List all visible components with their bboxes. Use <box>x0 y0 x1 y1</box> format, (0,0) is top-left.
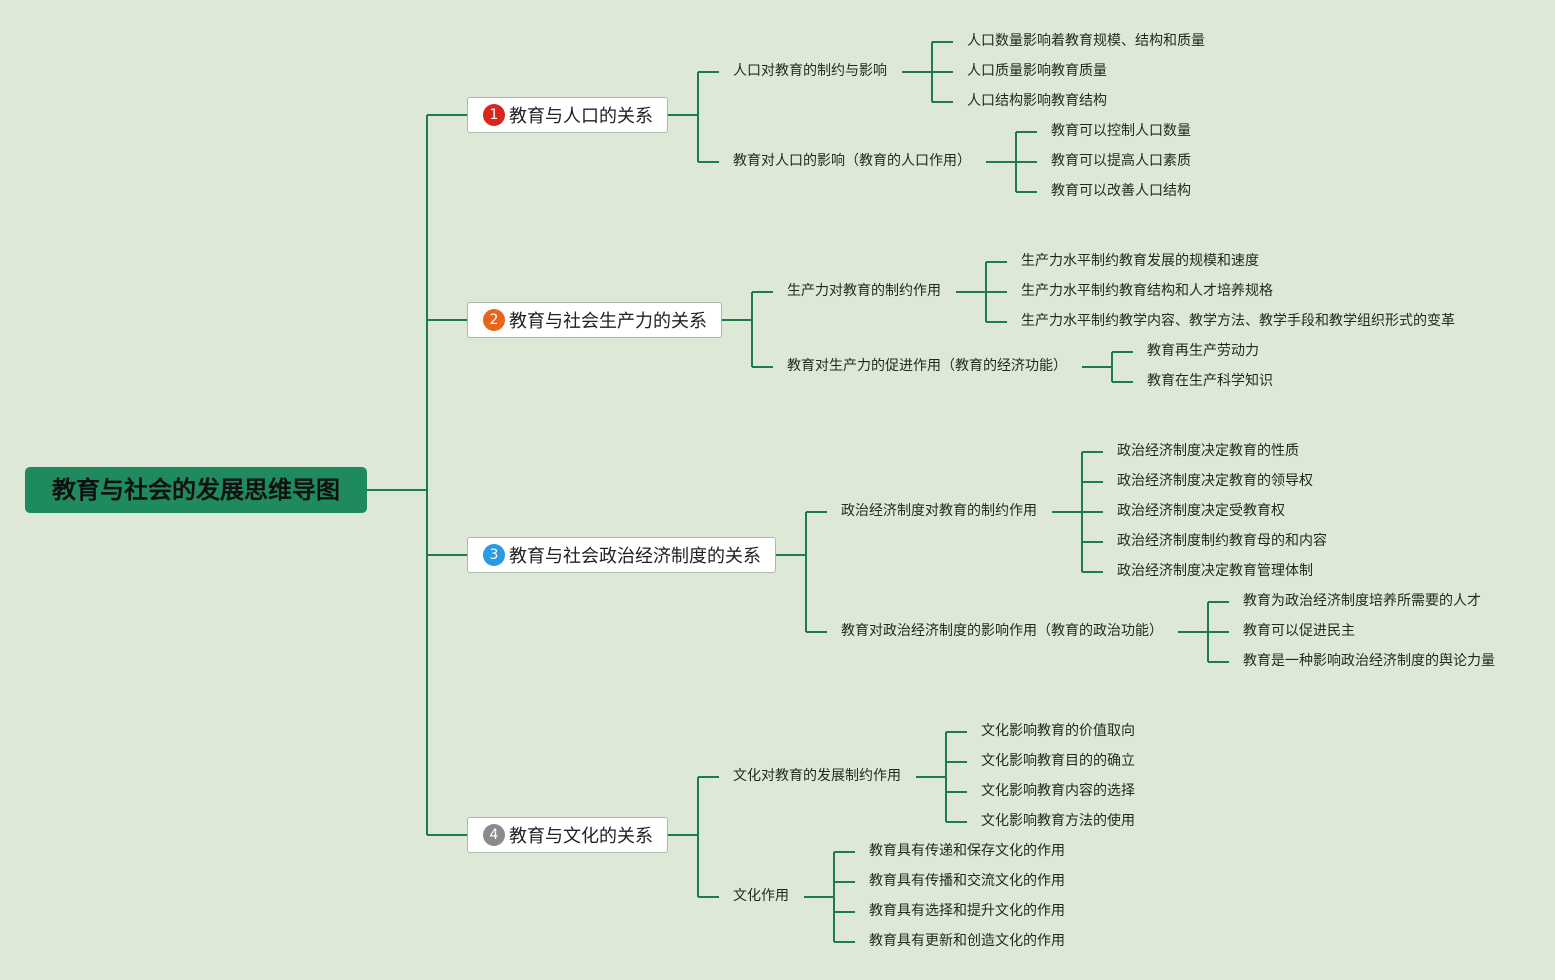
sub-topic[interactable]: 文化对教育的发展制约作用 <box>733 768 901 784</box>
leaf-item[interactable]: 教育具有传递和保存文化的作用 <box>869 843 1065 859</box>
leaf-item[interactable]: 文化影响教育内容的选择 <box>981 783 1135 799</box>
sub-topic[interactable]: 人口对教育的制约与影响 <box>733 63 887 79</box>
leaf-item[interactable]: 人口结构影响教育结构 <box>967 93 1107 109</box>
sub-topic[interactable]: 文化作用 <box>733 888 789 904</box>
sub-topic[interactable]: 教育对人口的影响（教育的人口作用） <box>733 153 971 169</box>
leaf-item[interactable]: 教育是一种影响政治经济制度的舆论力量 <box>1243 653 1495 669</box>
sub-topic[interactable]: 教育对政治经济制度的影响作用（教育的政治功能） <box>841 623 1163 639</box>
number-badge-icon: 1 <box>483 104 505 126</box>
leaf-item[interactable]: 文化影响教育目的的确立 <box>981 753 1135 769</box>
leaf-item[interactable]: 政治经济制度决定受教育权 <box>1117 503 1285 519</box>
leaf-item[interactable]: 教育在生产科学知识 <box>1147 373 1273 389</box>
leaf-item[interactable]: 生产力水平制约教育结构和人才培养规格 <box>1021 283 1273 299</box>
leaf-item[interactable]: 教育为政治经济制度培养所需要的人才 <box>1243 593 1481 609</box>
leaf-item[interactable]: 教育再生产劳动力 <box>1147 343 1259 359</box>
branch-label: 教育与文化的关系 <box>509 826 653 847</box>
leaf-item[interactable]: 教育具有更新和创造文化的作用 <box>869 933 1065 949</box>
root-topic[interactable]: 教育与社会的发展思维导图 <box>25 467 367 513</box>
number-badge-icon: 4 <box>483 824 505 846</box>
leaf-item[interactable]: 教育具有传播和交流文化的作用 <box>869 873 1065 889</box>
number-badge-icon: 2 <box>483 309 505 331</box>
leaf-item[interactable]: 人口质量影响教育质量 <box>967 63 1107 79</box>
leaf-item[interactable]: 政治经济制度制约教育母的和内容 <box>1117 533 1327 549</box>
leaf-item[interactable]: 教育可以促进民主 <box>1243 623 1355 639</box>
leaf-item[interactable]: 人口数量影响着教育规模、结构和质量 <box>967 33 1205 49</box>
leaf-item[interactable]: 文化影响教育的价值取向 <box>981 723 1135 739</box>
leaf-item[interactable]: 教育可以控制人口数量 <box>1051 123 1191 139</box>
leaf-item[interactable]: 生产力水平制约教学内容、教学方法、教学手段和教学组织形式的变革 <box>1021 313 1455 329</box>
leaf-item[interactable]: 教育可以提高人口素质 <box>1051 153 1191 169</box>
sub-topic[interactable]: 教育对生产力的促进作用（教育的经济功能） <box>787 358 1067 374</box>
branch-label: 教育与社会生产力的关系 <box>509 311 707 332</box>
leaf-item[interactable]: 文化影响教育方法的使用 <box>981 813 1135 829</box>
branch-label: 教育与人口的关系 <box>509 106 653 127</box>
leaf-item[interactable]: 教育可以改善人口结构 <box>1051 183 1191 199</box>
leaf-item[interactable]: 政治经济制度决定教育的性质 <box>1117 443 1299 459</box>
leaf-item[interactable]: 政治经济制度决定教育管理体制 <box>1117 563 1313 579</box>
leaf-item[interactable]: 政治经济制度决定教育的领导权 <box>1117 473 1313 489</box>
leaf-item[interactable]: 教育具有选择和提升文化的作用 <box>869 903 1065 919</box>
number-badge-icon: 3 <box>483 544 505 566</box>
branch-label: 教育与社会政治经济制度的关系 <box>509 546 761 567</box>
sub-topic[interactable]: 生产力对教育的制约作用 <box>787 283 941 299</box>
leaf-item[interactable]: 生产力水平制约教育发展的规模和速度 <box>1021 253 1259 269</box>
sub-topic[interactable]: 政治经济制度对教育的制约作用 <box>841 503 1037 519</box>
